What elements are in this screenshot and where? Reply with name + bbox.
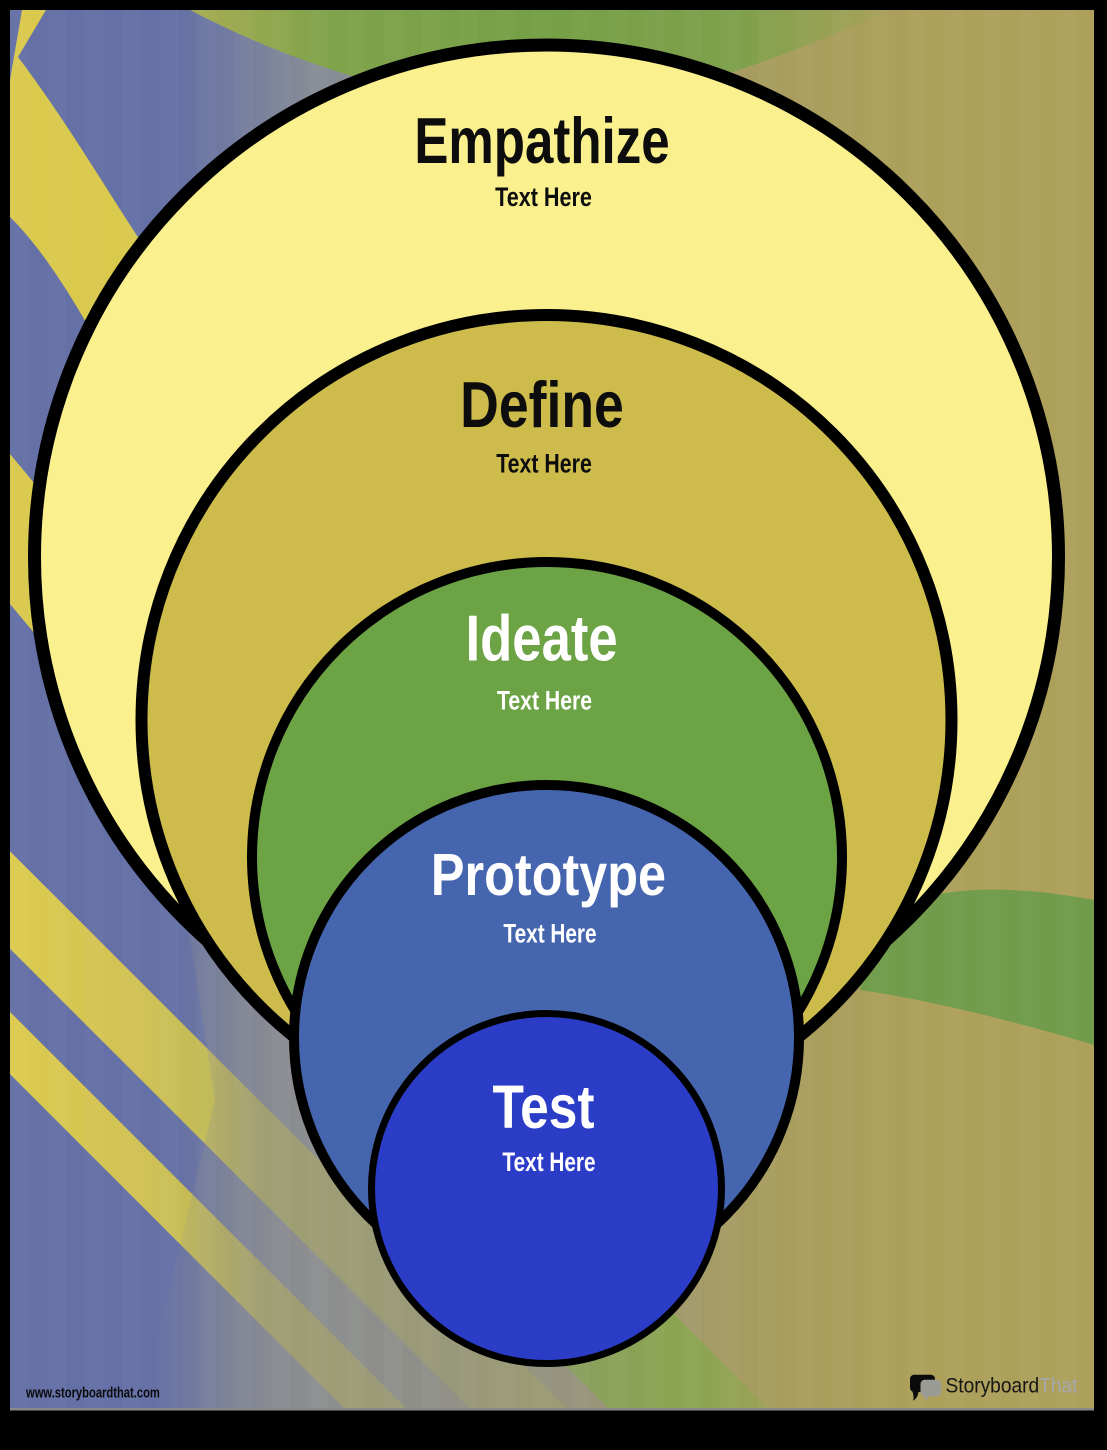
svg-text:Text Here: Text Here xyxy=(503,919,596,949)
svg-text:Text Here: Text Here xyxy=(497,686,592,716)
svg-text:Text Here: Text Here xyxy=(502,1148,595,1178)
svg-text:Test: Test xyxy=(492,1073,594,1141)
svg-text:Empathize: Empathize xyxy=(414,105,669,177)
svg-text:www.storyboardthat.com: www.storyboardthat.com xyxy=(25,1384,160,1401)
svg-text:Define: Define xyxy=(460,368,624,441)
svg-text:Ideate: Ideate xyxy=(465,603,617,675)
svg-text:Text Here: Text Here xyxy=(495,183,592,213)
svg-text:StoryboardThat: StoryboardThat xyxy=(946,1375,1078,1398)
svg-text:Prototype: Prototype xyxy=(431,841,666,908)
svg-text:Text Here: Text Here xyxy=(496,449,592,479)
